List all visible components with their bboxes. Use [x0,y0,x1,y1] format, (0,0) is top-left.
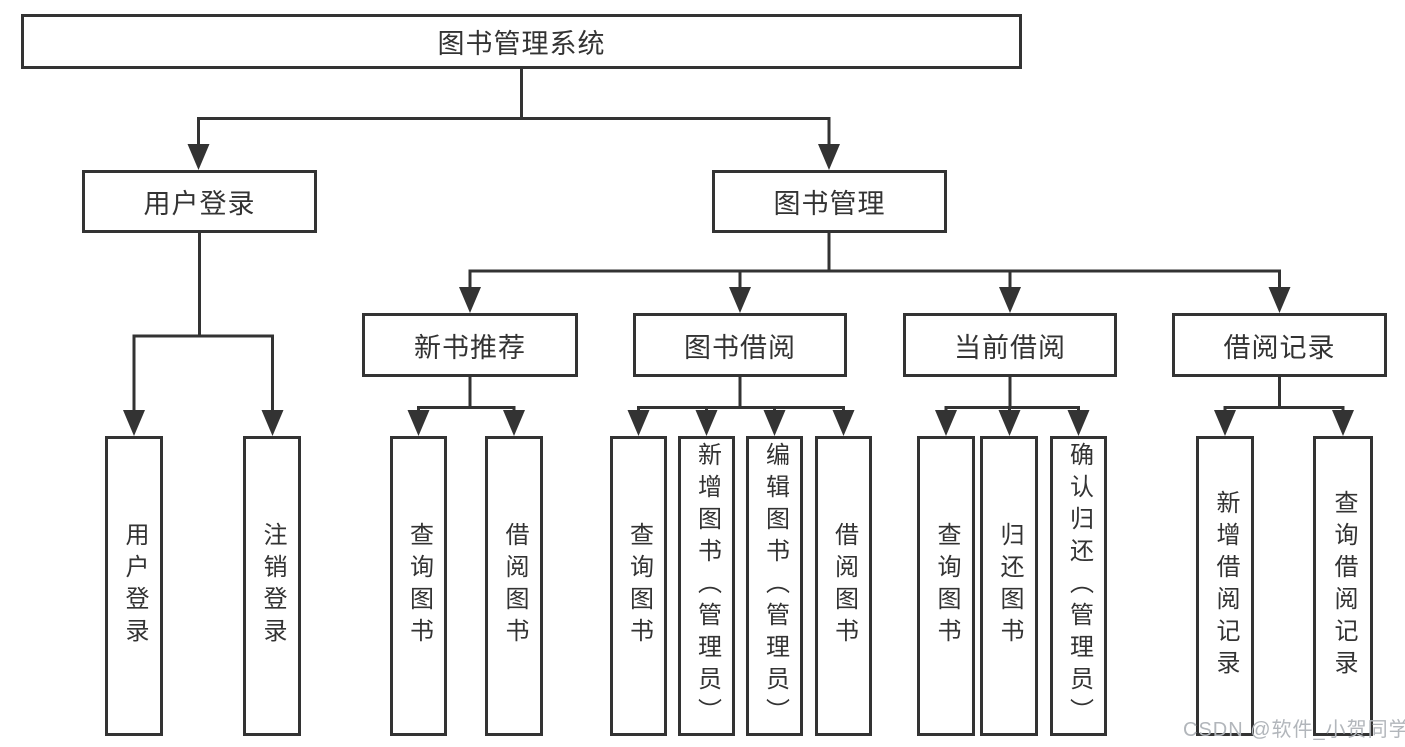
leaf-query-books-borrowing-label: 查询图书 [625,522,653,650]
node-book-borrowing-label: 图书借阅 [684,332,796,363]
node-borrowing-records-label: 借阅记录 [1223,332,1336,363]
leaf-query-borrow-record: 查询借阅记录 [1313,436,1373,736]
node-book-borrowing: 图书借阅 [633,313,847,377]
leaf-user-login-label: 用户登录 [121,522,148,650]
node-new-book-recommendation-label: 新书推荐 [414,332,526,363]
leaf-query-books-current: 查询图书 [917,436,975,736]
leaf-add-books-admin: 新增图书（管理员） [678,436,735,736]
leaf-confirm-return-admin: 确认归还（管理员） [1050,436,1107,736]
leaf-add-borrow-record-label: 新增借阅记录 [1212,490,1239,682]
node-new-book-recommendation: 新书推荐 [362,313,578,377]
leaf-query-books-recommend-label: 查询图书 [405,522,433,650]
leaf-return-books: 归还图书 [980,436,1038,736]
leaf-user-login: 用户登录 [105,436,163,736]
leaf-borrow-books-recommend: 借阅图书 [485,436,543,736]
leaf-add-books-admin-label: 新增图书（管理员） [693,442,721,730]
leaf-query-books-borrowing: 查询图书 [610,436,667,736]
leaf-borrow-books-recommend-label: 借阅图书 [501,522,528,650]
leaf-logout-label: 注销登录 [259,522,286,650]
leaf-query-borrow-record-label: 查询借阅记录 [1330,490,1357,682]
leaf-query-books-current-label: 查询图书 [933,522,960,650]
node-user-login: 用户登录 [82,170,317,233]
node-root-library-management-system: 图书管理系统 [21,14,1022,69]
node-borrowing-records: 借阅记录 [1172,313,1387,377]
leaf-borrow-books: 借阅图书 [815,436,872,736]
node-current-borrowing: 当前借阅 [903,313,1117,377]
node-current-borrowing-label: 当前借阅 [954,332,1066,363]
leaf-confirm-return-admin-label: 确认归还（管理员） [1065,442,1093,730]
leaf-edit-books-admin: 编辑图书（管理员） [746,436,803,736]
leaf-query-books-recommend: 查询图书 [390,436,447,736]
leaf-edit-books-admin-label: 编辑图书（管理员） [761,442,789,730]
node-book-management: 图书管理 [712,170,947,233]
leaf-borrow-books-label: 借阅图书 [830,522,858,650]
leaf-return-books-label: 归还图书 [996,522,1023,650]
leaf-logout: 注销登录 [243,436,301,736]
node-user-login-label: 用户登录 [143,189,256,219]
leaf-add-borrow-record: 新增借阅记录 [1196,436,1254,736]
node-book-management-label: 图书管理 [773,189,886,219]
node-root-label: 图书管理系统 [437,29,606,59]
